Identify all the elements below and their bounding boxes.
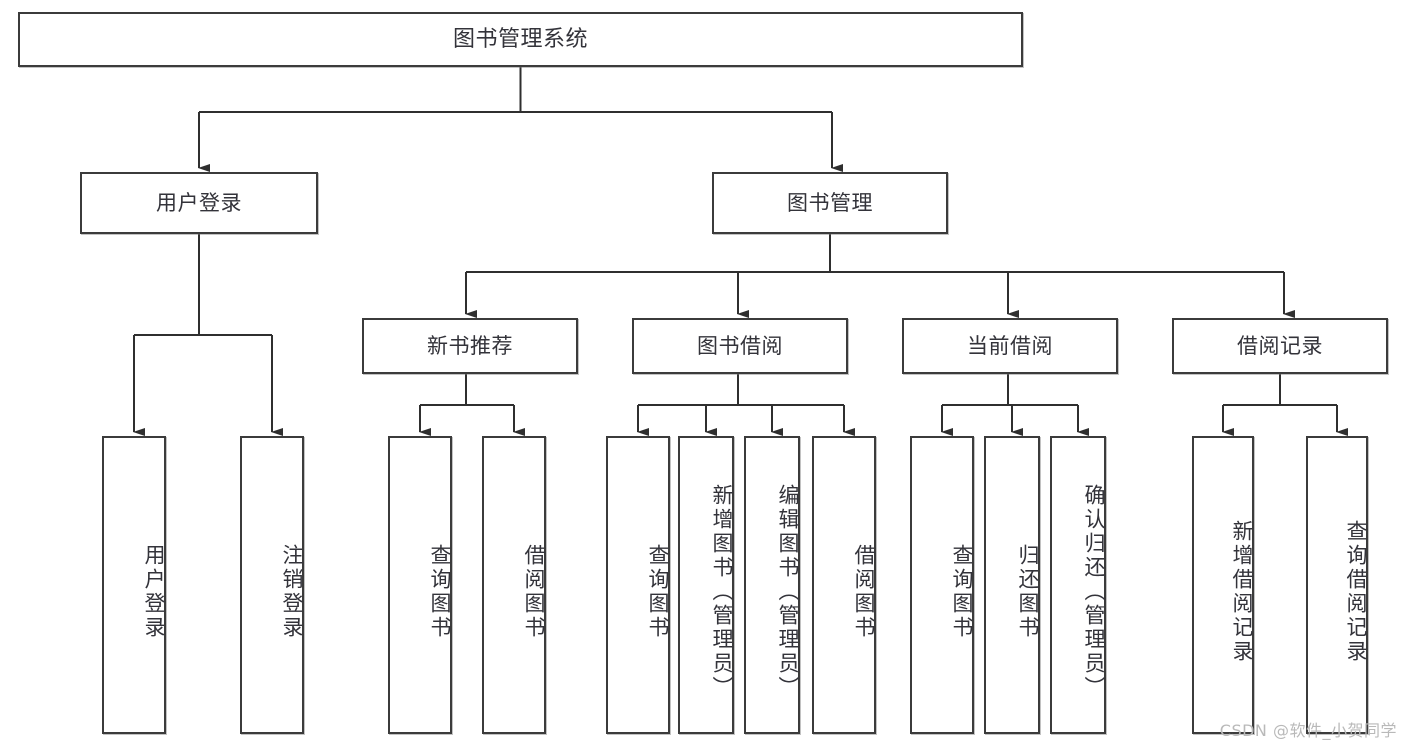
node-leaf-rec-query[interactable]: 查询图书 (388, 436, 452, 734)
node-current-borrow[interactable]: 当前借阅 (902, 318, 1118, 374)
node-leaf-borrow-edit-label: 编辑图书（管理员） (776, 484, 800, 700)
node-leaf-cur-confirm[interactable]: 确认归还（管理员） (1050, 436, 1106, 734)
node-leaf-user-login-label: 用户登录 (142, 544, 166, 640)
node-book-manage-label: 图书管理 (787, 190, 873, 215)
node-leaf-rec-query-label: 查询图书 (428, 544, 452, 640)
node-book-manage[interactable]: 图书管理 (712, 172, 948, 234)
node-new-book-rec-label: 新书推荐 (427, 333, 513, 358)
node-leaf-rec-borrow-label: 借阅图书 (522, 544, 546, 640)
node-leaf-borrow-add[interactable]: 新增图书（管理员） (678, 436, 734, 734)
node-leaf-cur-return-label: 归还图书 (1016, 544, 1040, 640)
node-borrow-record-label: 借阅记录 (1237, 333, 1323, 358)
node-leaf-borrow-do[interactable]: 借阅图书 (812, 436, 876, 734)
node-leaf-borrow-add-label: 新增图书（管理员） (710, 484, 734, 700)
node-book-borrow-label: 图书借阅 (697, 333, 783, 358)
node-user-login[interactable]: 用户登录 (80, 172, 318, 234)
node-leaf-rec-query2[interactable]: 查询借阅记录 (1306, 436, 1368, 734)
node-leaf-cur-confirm-label: 确认归还（管理员） (1082, 484, 1106, 700)
node-current-borrow-label: 当前借阅 (967, 333, 1053, 358)
node-leaf-cur-query-label: 查询图书 (950, 544, 974, 640)
node-leaf-borrow-query[interactable]: 查询图书 (606, 436, 670, 734)
node-leaf-user-logout-label: 注销登录 (280, 544, 304, 640)
node-leaf-rec-add[interactable]: 新增借阅记录 (1192, 436, 1254, 734)
node-root[interactable]: 图书管理系统 (18, 12, 1023, 67)
node-leaf-user-logout[interactable]: 注销登录 (240, 436, 304, 734)
node-user-login-label: 用户登录 (156, 190, 242, 215)
node-borrow-record[interactable]: 借阅记录 (1172, 318, 1388, 374)
node-leaf-rec-add-label: 新增借阅记录 (1230, 520, 1254, 664)
node-leaf-user-login[interactable]: 用户登录 (102, 436, 166, 734)
node-book-borrow[interactable]: 图书借阅 (632, 318, 848, 374)
node-leaf-rec-borrow[interactable]: 借阅图书 (482, 436, 546, 734)
node-leaf-rec-query2-label: 查询借阅记录 (1344, 520, 1368, 664)
node-leaf-cur-return[interactable]: 归还图书 (984, 436, 1040, 734)
node-root-label: 图书管理系统 (452, 26, 588, 52)
node-new-book-rec[interactable]: 新书推荐 (362, 318, 578, 374)
node-leaf-borrow-do-label: 借阅图书 (852, 544, 876, 640)
node-leaf-borrow-edit[interactable]: 编辑图书（管理员） (744, 436, 800, 734)
node-leaf-borrow-query-label: 查询图书 (646, 544, 670, 640)
node-leaf-cur-query[interactable]: 查询图书 (910, 436, 974, 734)
csdn-watermark: CSDN @软件_小贺同学 (1219, 721, 1397, 740)
